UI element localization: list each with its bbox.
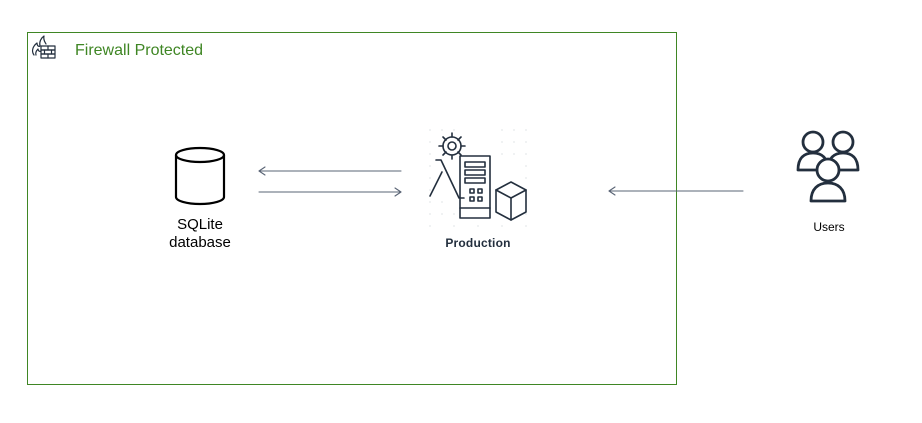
database-label-line2: database: [169, 234, 231, 251]
server-icon: [459, 155, 491, 219]
firewall-icon: [31, 35, 56, 59]
users-label: Users: [813, 220, 845, 234]
firewall-boundary: [27, 32, 677, 385]
users-group-icon: [796, 130, 860, 203]
gear-icon: [438, 132, 466, 160]
database-label-line1: SQLite: [177, 216, 223, 233]
database-cylinder-icon: [174, 146, 226, 206]
database-label: SQLite database: [150, 216, 250, 252]
production-stack-icon: [429, 129, 527, 227]
cube-icon: [495, 181, 527, 221]
lambda-icon: [429, 159, 465, 199]
firewall-label: Firewall Protected: [75, 42, 204, 59]
production-label: Production: [445, 236, 511, 250]
